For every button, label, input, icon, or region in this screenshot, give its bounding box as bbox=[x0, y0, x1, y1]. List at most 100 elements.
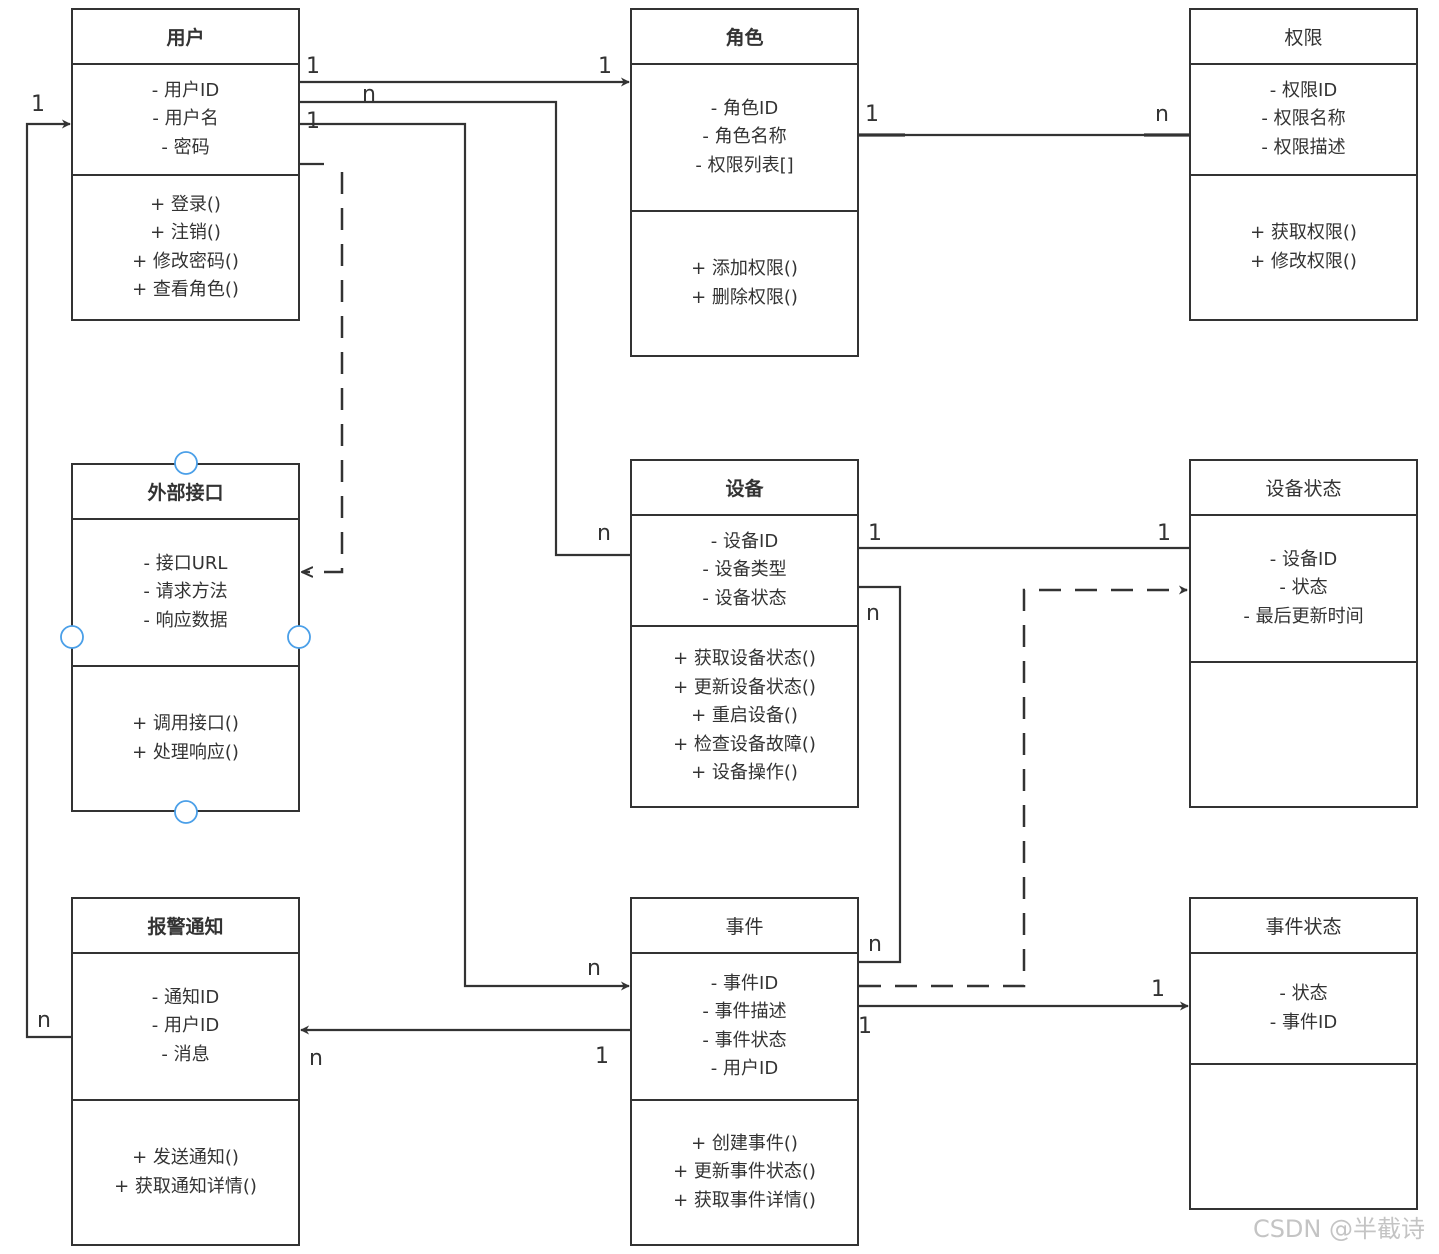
relation-device-event[interactable]: n n bbox=[859, 585, 902, 964]
attribute: - 密码 bbox=[161, 136, 210, 158]
operation: + 修改权限() bbox=[1250, 250, 1357, 272]
attribute: - 权限ID bbox=[1269, 79, 1338, 101]
multiplicity-label: 1 bbox=[598, 54, 612, 79]
class-operations: + 登录()+ 注销()+ 修改密码()+ 查看角色() bbox=[73, 176, 298, 319]
operation: + 获取设备状态() bbox=[673, 648, 816, 670]
class-user[interactable]: 用户 - 用户ID- 用户名- 密码 + 登录()+ 注销()+ 修改密码()+… bbox=[71, 8, 300, 321]
relation-role-permission[interactable]: 1 n bbox=[859, 102, 1189, 137]
class-operations: + 添加权限() + 删除权限() bbox=[632, 212, 857, 355]
operation: + 更新事件状态() bbox=[673, 1161, 816, 1183]
resize-handle-top[interactable] bbox=[174, 451, 198, 475]
resize-handle-left[interactable] bbox=[60, 625, 84, 649]
relation-user-device[interactable]: n n bbox=[300, 82, 630, 557]
attribute: - 用户ID bbox=[151, 79, 220, 101]
attribute: - 角色ID bbox=[710, 97, 779, 119]
class-operations: + 获取设备状态()+ 更新设备状态()+ 重启设备()+ 检查设备故障()+ … bbox=[632, 627, 857, 806]
attribute: - 状态 bbox=[1279, 577, 1328, 599]
attribute: - 接口URL bbox=[143, 552, 228, 574]
multiplicity-label: n bbox=[37, 1008, 51, 1033]
attribute: - 用户名 bbox=[152, 108, 219, 130]
class-attributes: - 事件ID - 事件描述 - 事件状态 - 用户ID bbox=[632, 954, 857, 1101]
class-operations: + 获取权限() + 修改权限() bbox=[1191, 176, 1416, 319]
multiplicity-label: 1 bbox=[31, 92, 45, 117]
attribute: - 角色名称 bbox=[702, 126, 787, 148]
relation-event-event-status[interactable]: 1 1 bbox=[858, 977, 1189, 1039]
multiplicity-label: n bbox=[597, 521, 611, 546]
attribute: - 设备ID bbox=[1269, 548, 1338, 570]
attribute: - 响应数据 bbox=[143, 609, 228, 631]
multiplicity-label: 1 bbox=[865, 102, 879, 127]
attribute: - 设备ID bbox=[710, 530, 779, 552]
attribute: - 请求方法 bbox=[143, 581, 228, 603]
class-attributes: - 设备ID- 状态- 最后更新时间 bbox=[1191, 516, 1416, 663]
attribute: - 事件ID bbox=[710, 972, 779, 994]
relation-event-device-status[interactable] bbox=[859, 585, 1188, 988]
relation-event-alarm[interactable]: 1 n bbox=[300, 1025, 630, 1071]
operation: + 查看角色() bbox=[132, 279, 239, 300]
class-name: 用户 bbox=[73, 10, 298, 65]
operation: + 调用接口() bbox=[132, 713, 239, 734]
attribute: - 权限描述 bbox=[1261, 136, 1346, 158]
multiplicity-label: 1 bbox=[595, 1044, 609, 1069]
class-attributes: - 设备ID- 设备类型- 设备状态 bbox=[632, 516, 857, 627]
operation: + 获取通知详情() bbox=[114, 1175, 257, 1197]
class-device-status[interactable]: 设备状态 - 设备ID- 状态- 最后更新时间 bbox=[1189, 459, 1418, 808]
class-event-status[interactable]: 事件状态 - 状态 - 事件ID bbox=[1189, 897, 1418, 1210]
class-attributes: - 接口URL - 请求方法 - 响应数据 bbox=[73, 520, 298, 667]
class-attributes: - 角色ID - 角色名称 - 权限列表[] bbox=[632, 65, 857, 212]
class-operations: + 创建事件()+ 更新事件状态()+ 获取事件详情() bbox=[632, 1101, 857, 1244]
resize-handle-bottom[interactable] bbox=[174, 800, 198, 824]
multiplicity-label: n bbox=[587, 956, 601, 981]
relation-device-device-status[interactable]: 1 1 bbox=[859, 521, 1189, 550]
operation: + 检查设备故障() bbox=[673, 733, 816, 755]
operation: + 设备操作() bbox=[691, 762, 798, 784]
class-name: 设备状态 bbox=[1191, 461, 1416, 516]
class-permission[interactable]: 权限 - 权限ID- 权限名称- 权限描述 + 获取权限()+ 修改权限() bbox=[1189, 8, 1418, 321]
attribute: - 用户ID bbox=[710, 1058, 779, 1079]
operation: + 添加权限() bbox=[691, 258, 798, 279]
operation: + 修改密码() bbox=[132, 250, 239, 272]
attribute: - 权限列表[] bbox=[695, 154, 794, 176]
operation: + 发送通知() bbox=[132, 1147, 239, 1168]
operation: + 处理响应() bbox=[132, 741, 239, 763]
attribute: - 状态 bbox=[1279, 983, 1328, 1004]
relation-alarm-user[interactable]: n 1 bbox=[25, 92, 71, 1039]
class-name: 外部接口 bbox=[73, 465, 298, 520]
operation: + 获取权限() bbox=[1250, 222, 1357, 243]
resize-handle-right[interactable] bbox=[287, 625, 311, 649]
operation: + 登录() bbox=[150, 193, 221, 215]
attribute: - 设备类型 bbox=[702, 559, 787, 581]
class-attributes: - 状态 - 事件ID bbox=[1191, 954, 1416, 1065]
class-operations: + 发送通知() + 获取通知详情() bbox=[73, 1101, 298, 1244]
attribute: - 事件ID bbox=[1269, 1011, 1338, 1033]
class-external-api[interactable]: 外部接口 - 接口URL - 请求方法 - 响应数据 + 调用接口() + 处理响应(… bbox=[71, 463, 300, 812]
relation-user-event[interactable]: 1 n bbox=[300, 109, 630, 991]
class-alarm-notification[interactable]: 报警通知 - 通知ID- 用户ID- 消息 + 发送通知()+ 获取通知详情() bbox=[71, 897, 300, 1246]
operation: + 创建事件() bbox=[691, 1132, 798, 1154]
attribute: - 消息 bbox=[161, 1043, 210, 1065]
attribute: - 权限名称 bbox=[1261, 108, 1346, 130]
class-role[interactable]: 角色 - 角色ID - 角色名称 - 权限列表[] + 添加权限() + 删除权限() bbox=[630, 8, 859, 357]
class-name: 事件状态 bbox=[1191, 899, 1416, 954]
operation: + 重启设备() bbox=[691, 705, 798, 727]
class-attributes: - 通知ID- 用户ID- 消息 bbox=[73, 954, 298, 1101]
selection-handles[interactable] bbox=[60, 451, 311, 824]
multiplicity-label: n bbox=[1155, 102, 1169, 127]
relation-user-external-api[interactable] bbox=[300, 162, 344, 572]
class-name: 角色 bbox=[632, 10, 857, 65]
multiplicity-label: 1 bbox=[858, 1014, 872, 1039]
class-event[interactable]: 事件 - 事件ID- 事件描述- 事件状态- 用户ID + 创建事件()+ 更新… bbox=[630, 897, 859, 1246]
multiplicity-label: 1 bbox=[306, 54, 320, 79]
class-name: 设备 bbox=[632, 461, 857, 516]
attribute: - 事件描述 bbox=[702, 1001, 787, 1022]
multiplicity-label: 1 bbox=[1157, 521, 1171, 546]
attribute: - 事件状态 bbox=[702, 1029, 787, 1051]
operation: + 删除权限() bbox=[691, 286, 798, 308]
class-device[interactable]: 设备 - 设备ID- 设备类型- 设备状态 + 获取设备状态()+ 更新设备状态… bbox=[630, 459, 859, 808]
multiplicity-label: n bbox=[868, 932, 882, 957]
relation-user-role[interactable]: 1 1 bbox=[300, 54, 630, 87]
watermark: CSDN @半截诗 bbox=[1252, 1215, 1425, 1243]
multiplicity-label: 1 bbox=[868, 521, 882, 546]
